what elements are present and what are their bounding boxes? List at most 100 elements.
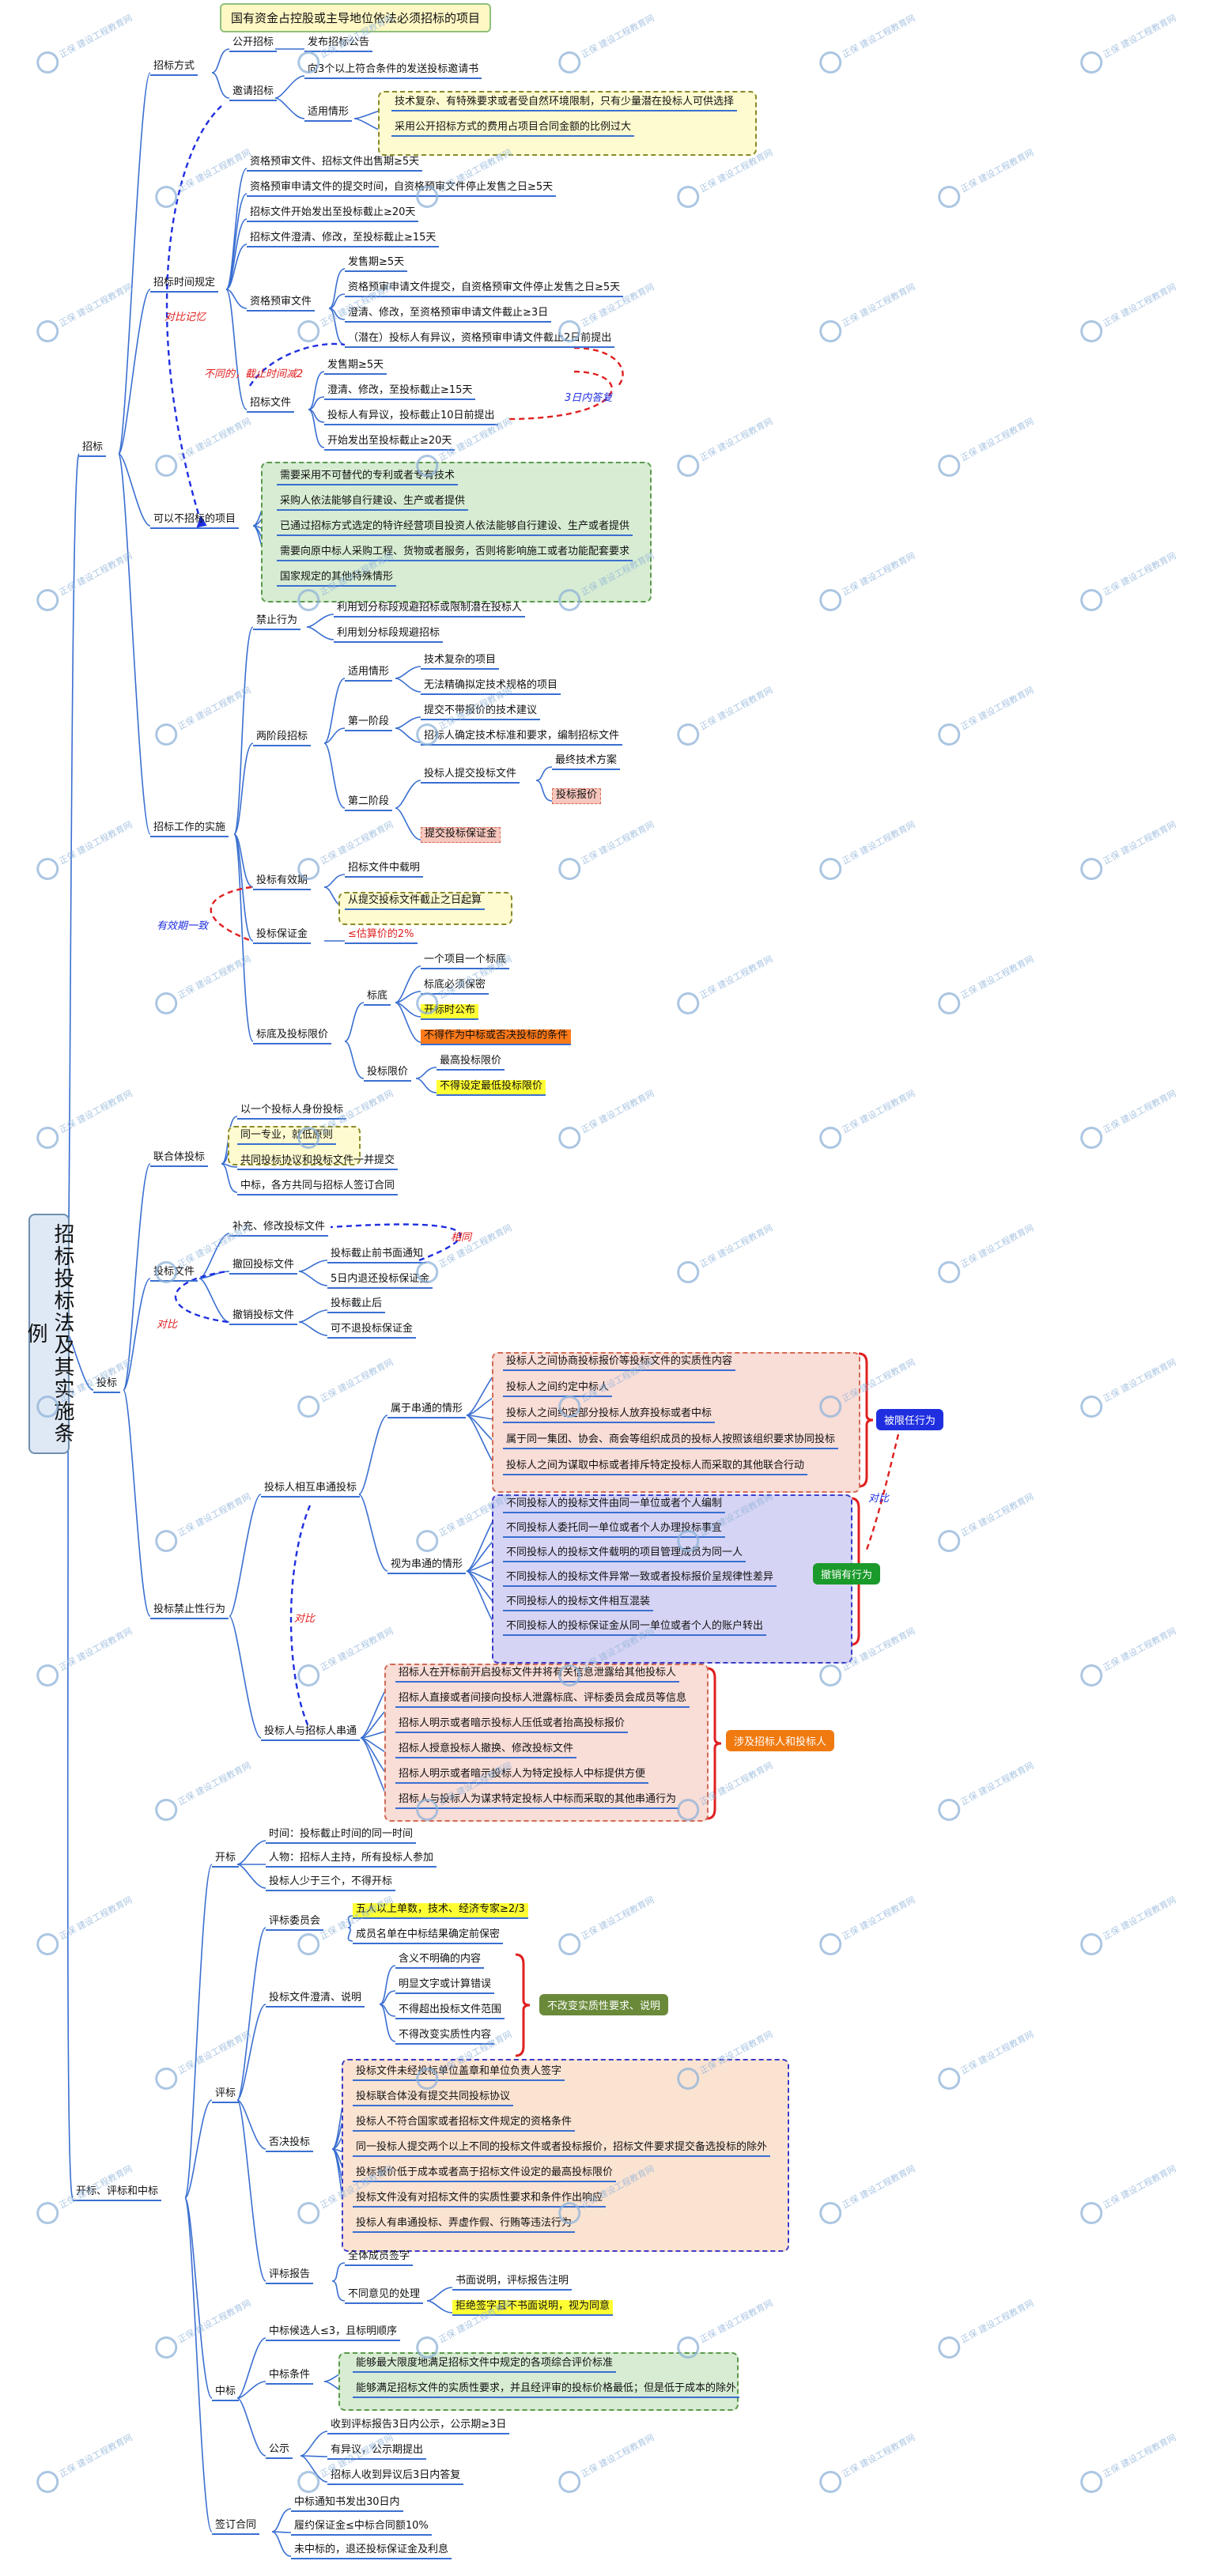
- yu-item: 招标人授意投标人撤换、修改投标文件: [395, 1743, 577, 1758]
- biaodi-label: 标底: [364, 990, 391, 1006]
- tag-huan: 撤销有行为: [813, 1563, 881, 1585]
- liangjie-shiyong-item: 无法精确拟定技术规格的项目: [421, 679, 561, 695]
- kebu-item: 已通过招标方式选定的特许经营项目投资人依法能够自行建设、生产或者提供: [277, 520, 633, 536]
- zb-shijian: 招标时间规定: [150, 277, 219, 293]
- tb-shu: 属于串通的情形: [387, 1403, 467, 1418]
- tb-xianghu: 投标人相互串通投标: [261, 1482, 361, 1498]
- yaoqing-zhaobiao: 邀请招标: [229, 85, 278, 101]
- kaibiao-item: 投标人少于三个，不得开标: [266, 1875, 396, 1891]
- chengqing-item: 含义不明确的内容: [395, 1953, 485, 1969]
- branch-zhaobiao: 招标: [79, 441, 107, 457]
- foujue-item: 投标报价低于成本或者高于招标文件设定的最高投标限价: [353, 2166, 617, 2182]
- weiyuan-item: 五人以上单数，技术、经济专家≥2/3: [353, 1903, 528, 1919]
- tb-wenjian: 投标文件: [150, 1266, 198, 1282]
- kebu-item: 需要向原中标人采购工程、货物或者服务，否则将影响施工或者功能配套要求: [277, 546, 633, 561]
- anno-butong: 不同的，截止时间减2: [204, 368, 304, 380]
- butong-item: 拒绝签字且不书面说明，视为同意: [452, 2300, 614, 2316]
- lianhe-box: [228, 1126, 361, 1165]
- tb-lianhe: 联合体投标: [150, 1151, 209, 1167]
- shi-item: 不同投标人委托同一单位或者个人办理投标事宜: [503, 1522, 726, 1538]
- tiaojian-item: 能够满足招标文件的实质性要求，并且经评审的投标价格最低；但是低于成本的除外: [353, 2382, 740, 2398]
- shi-item: 不同投标人的投标文件相互混装: [503, 1596, 654, 1611]
- di2-fangan: 最终技术方案: [552, 754, 621, 770]
- shi-item: 不同投标人的投标文件异常一致或者投标报价呈规律性差异: [503, 1571, 777, 1587]
- shu-item: 投标人之间约定中标人: [503, 1381, 613, 1397]
- lianhe-item: 共同投标协议和投标文件一并提交: [237, 1154, 399, 1170]
- kebu-item: 需要采用不可替代的专利或者专有技术: [277, 470, 459, 485]
- zhongbiao-item: 中标条件: [266, 2369, 314, 2385]
- yu-item: 招标人明示或者暗示投标人压低或者抬高投标报价: [395, 1717, 629, 1733]
- branch-toubiao: 投标: [93, 1377, 121, 1393]
- weiyuan-item: 成员名单在中标结果确定前保密: [353, 1928, 504, 1944]
- tb-shi: 视为串通的情形: [387, 1558, 467, 1574]
- di2-tijiao: 投标人提交投标文件: [421, 768, 520, 784]
- anno-sanri: 3日内答复: [565, 392, 613, 404]
- biaodi-item: 一个项目一个标底: [421, 954, 510, 969]
- shu-item: 投标人之间为谋取中标或者排斥特定投标人而采取的其他联合行动: [503, 1460, 808, 1475]
- foujue-item: 投标人有串通投标、弄虚作假、行贿等违法行为: [353, 2217, 576, 2233]
- tag-sheji: 涉及招标人和投标人: [726, 1730, 835, 1751]
- lianhe-item: 以一个投标人身份投标: [237, 1104, 347, 1120]
- anno-duibi: 对比: [157, 1319, 178, 1331]
- yaoqing-sub: 向3个以上符合条件的发送投标邀请书: [304, 63, 482, 79]
- wenjian-item: 开始发出至投标截止≥20天: [324, 435, 455, 451]
- biaodi-item: 标底必须保密: [421, 979, 489, 995]
- yaoqing-shiyong-box: [378, 91, 757, 156]
- liangjie-di2: 第二阶段: [345, 795, 393, 811]
- qianding-item: 履约保证金≤中标合同额10%: [291, 2520, 432, 2536]
- wenjian-item: 澄清、修改，至投标截止≥15天: [324, 384, 476, 400]
- kebu-item: 国家规定的其他特殊情形: [277, 571, 397, 587]
- kaibiao-item: 时间：投标截止时间的同一时间: [266, 1828, 417, 1844]
- shishi-youxiao: 投标有效期: [253, 874, 312, 890]
- shu-item: 投标人之间协商投标报价等投标文件的实质性内容: [503, 1355, 736, 1371]
- kebu-item: 采购人依法能够自行建设、生产或者提供: [277, 495, 469, 511]
- shishi-liangjie: 两阶段招标: [253, 731, 312, 746]
- di2-baojia: 投标报价: [552, 788, 602, 804]
- zb-shishi: 招标工作的实施: [150, 822, 229, 837]
- shu-item: 投标人之间约定部分投标人放弃投标或者中标: [503, 1407, 716, 1423]
- tb-chexiao: 撤销投标文件: [229, 1309, 298, 1325]
- zhongbiao-item: 公示: [266, 2443, 293, 2459]
- tiaojian-item: 能够最大限度地满足招标文件中规定的各项综合评价标准: [353, 2357, 617, 2373]
- chehui-item: 5日内退还投标保证金: [327, 1273, 433, 1289]
- anno-duibi3: 对比: [868, 1493, 890, 1505]
- gongshi-item: 收到评标报告3日内公示，公示期≥3日: [327, 2419, 510, 2434]
- root-node: 招标投标法及其实施条例: [24, 1214, 74, 1454]
- jinzhi-item: 利用划分标段规避招标: [334, 627, 444, 643]
- chengqing-item: 不得改变实质性内容: [395, 2029, 495, 2045]
- shi-item: 不同投标人的投标保证金从同一单位或者个人的账户转出: [503, 1620, 767, 1636]
- xianjia-item: 不得设定最低投标限价: [437, 1080, 546, 1096]
- shijian-item: 招标文件开始发出至投标截止≥20天: [247, 206, 419, 222]
- xianjia-item: 最高投标限价: [437, 1055, 505, 1071]
- biaodi-item: 不得作为中标或否决投标的条件: [421, 1029, 572, 1045]
- tb-xiugai: 补充、修改投标文件: [229, 1221, 329, 1237]
- yu-item: 招标人明示或者暗示投标人为特定投标人中标提供方便: [395, 1768, 649, 1784]
- wenjian-item: 投标人有异议，投标截止10日前提出: [324, 410, 498, 425]
- di1-item: 招标人确定技术标准和要求，编制招标文件: [421, 730, 623, 746]
- chexiao-item: 投标截止后: [327, 1297, 386, 1313]
- yu-item: 招标人直接或者间接向投标人泄露标底、评标委员会成员等信息: [395, 1692, 690, 1708]
- branch-kaiping: 开标、评标和中标: [73, 2185, 162, 2201]
- liangjie-shiyong: 适用情形: [345, 666, 393, 682]
- shu-item: 属于同一集团、协会、商会等组织成员的投标人按照该组织要求协同投标: [503, 1433, 839, 1449]
- kaibiao-item: 人物：招标人主持，所有投标人参加: [266, 1852, 437, 1868]
- di1-item: 提交不带报价的技术建议: [421, 704, 541, 720]
- tiaojian-box: [338, 2352, 739, 2411]
- shishi-jinzhi: 禁止行为: [253, 614, 301, 630]
- foujue-item: 同一投标人提交两个以上不同的投标文件或者投标报价，招标文件要求提交备选投标的除外: [353, 2141, 771, 2157]
- tb-chehui: 撤回投标文件: [229, 1259, 298, 1275]
- qianding-item: 未中标的，退还投标保证金及利息: [291, 2544, 452, 2559]
- liangjie-shiyong-item: 技术复杂的项目: [421, 654, 500, 670]
- gongkai-sub: 发布招标公告: [304, 36, 373, 52]
- foujue-item: 投标文件没有对招标文件的实质性要求和条件作出响应: [353, 2192, 607, 2208]
- kp-zhongbiao: 中标: [212, 2385, 240, 2401]
- kp-weiyuan: 评标委员会: [266, 1915, 324, 1931]
- chengqing-item: 不得超出投标文件范围: [395, 2004, 505, 2019]
- shi-item: 不同投标人的投标文件载明的项目管理成员为同一人: [503, 1547, 746, 1562]
- lianhe-item: 同一专业，就低原则: [237, 1129, 337, 1145]
- yu-item: 招标人在开标前开启投标文件并将有关信息泄露给其他投标人: [395, 1667, 680, 1683]
- kp-foujue: 否决投标: [266, 2136, 314, 2152]
- yu-item: 招标人与投标人为谋求特定投标人中标而采取的其他串通行为: [395, 1793, 680, 1809]
- shijian-yushen: 资格预审文件: [247, 296, 316, 312]
- shijian-item: 资格预审文件、招标文件出售期≥5天: [247, 156, 423, 172]
